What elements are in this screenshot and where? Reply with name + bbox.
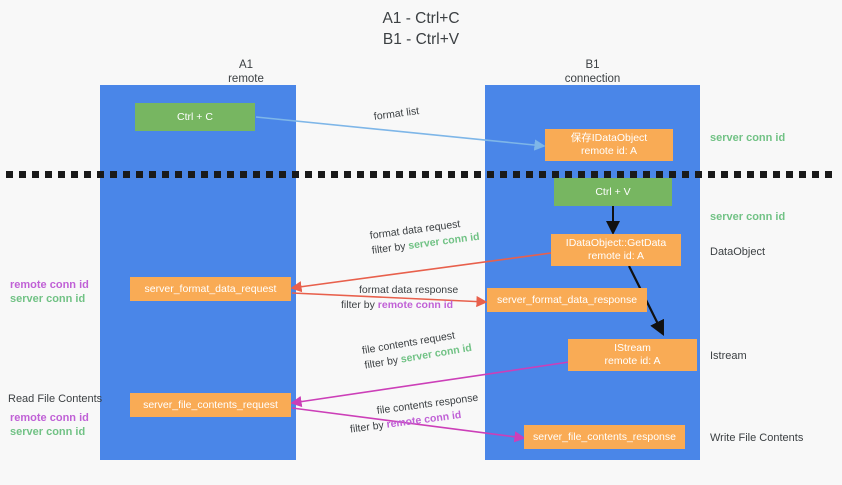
title-line-1: A1 - Ctrl+C xyxy=(382,10,460,27)
diagram-title: A1 - Ctrl+C B1 - Ctrl+V xyxy=(0,8,842,50)
label-server-conn-id-mid: server conn id xyxy=(710,211,786,223)
box-file-req-label: server_file_contents_request xyxy=(143,398,278,411)
box-getdata-line2: remote id: A xyxy=(587,250,645,262)
box-istream-line1: IStream xyxy=(614,342,651,354)
label-server-conn-id-2: server conn id xyxy=(10,426,86,438)
box-ctrl-c: Ctrl + C xyxy=(135,103,255,131)
box-ctrl-v: Ctrl + V xyxy=(554,178,672,206)
fmt-resp-highlight: remote conn id xyxy=(377,299,454,311)
label-remote-conn-id-2: remote conn id xyxy=(10,412,89,424)
box-idataobject-line2: remote id: A xyxy=(580,145,638,157)
box-getdata-line1: IDataObject::GetData xyxy=(565,237,667,249)
label-read-file-contents: Read File Contents xyxy=(8,393,103,405)
column-header-a1: A1 remote xyxy=(100,58,392,86)
column-a1-name: A1 xyxy=(238,59,254,71)
label-group-conn-ids-top: remote conn id server conn id xyxy=(10,278,89,306)
label-write-file-contents: Write File Contents xyxy=(710,432,804,444)
box-idataobject-line1: 保存IDataObject xyxy=(570,132,648,144)
fmt-req-prefix: filter by xyxy=(371,240,410,257)
label-server-conn-id-top: server conn id xyxy=(710,132,786,144)
column-a1-role: remote xyxy=(228,73,264,85)
box-istream-line2: remote id: A xyxy=(604,355,661,367)
column-header-b1: B1 connection xyxy=(485,58,700,86)
box-server-format-data-request: server_format_data_request xyxy=(130,277,291,301)
arrow-label-file-contents-response: file contents response filter by remote … xyxy=(349,391,481,436)
format-list-text: format list xyxy=(373,105,420,123)
box-istream: IStream remote id: A xyxy=(568,339,697,371)
label-remote-conn-id-1: remote conn id xyxy=(10,279,89,291)
column-b1-name: B1 xyxy=(585,59,600,71)
label-istream: Istream xyxy=(710,350,747,362)
arrow-label-format-list: format list xyxy=(373,104,420,125)
box-idataobject-getdata: IDataObject::GetData remote id: A xyxy=(551,234,681,266)
box-idataobject: 保存IDataObject remote id: A xyxy=(545,129,673,161)
title-line-2: B1 - Ctrl+V xyxy=(382,31,460,48)
box-ctrl-c-line1: Ctrl + C xyxy=(177,110,213,123)
arrow-label-format-data-request: format data request filter by server con… xyxy=(369,215,481,259)
box-file-resp-label: server_file_contents_response xyxy=(532,430,676,443)
file-req-prefix: filter by xyxy=(363,353,402,372)
label-dataobject: DataObject xyxy=(710,246,766,258)
box-fmt-req-label: server_format_data_request xyxy=(144,282,277,295)
box-server-format-data-response: server_format_data_response xyxy=(487,288,647,312)
phase-divider xyxy=(6,171,836,178)
column-b1-role: connection xyxy=(564,73,621,85)
label-group-conn-ids-bottom: remote conn id server conn id xyxy=(10,411,89,439)
arrow-label-file-contents-request: file contents request filter by server c… xyxy=(361,326,473,374)
label-server-conn-id-1: server conn id xyxy=(10,293,86,305)
box-server-file-contents-request: server_file_contents_request xyxy=(130,393,291,417)
fmt-resp-prefix: filter by xyxy=(341,299,378,311)
file-resp-prefix: filter by xyxy=(349,418,388,436)
fmt-resp-line1: format data response xyxy=(359,284,459,296)
box-ctrl-v-line1: Ctrl + V xyxy=(595,185,631,198)
arrow-label-format-data-response: format data response filter by remote co… xyxy=(341,283,459,313)
box-fmt-resp-label: server_format_data_response xyxy=(496,293,638,306)
box-server-file-contents-response: server_file_contents_response xyxy=(524,425,685,449)
